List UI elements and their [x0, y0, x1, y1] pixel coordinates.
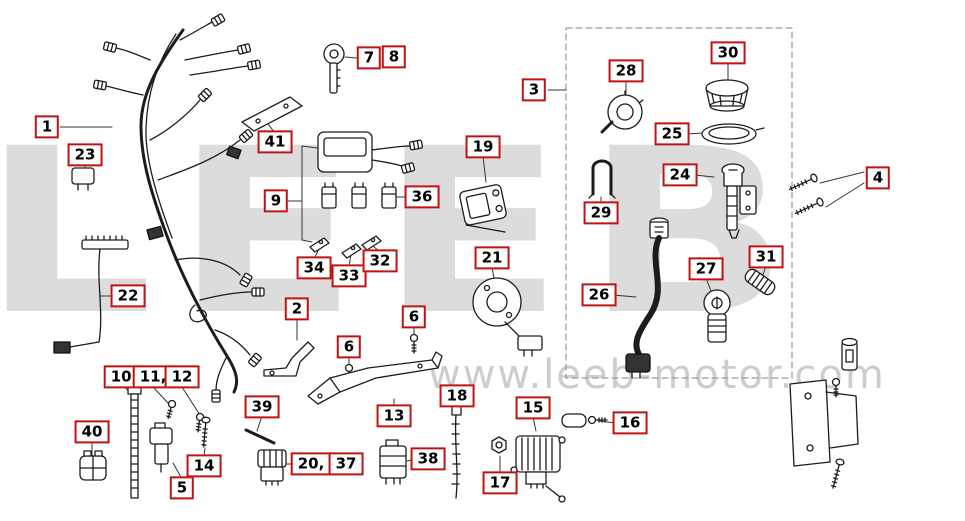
part-label-34: 34 — [296, 256, 332, 280]
part-label-1: 1 — [34, 115, 60, 139]
part-label-20: 20, — [290, 452, 332, 476]
part-label-33: 33 — [331, 264, 367, 288]
part-label-37: 37 — [328, 452, 364, 476]
group-box-3 — [565, 27, 793, 379]
part-key-7 — [323, 43, 345, 94]
part-cable-26 — [625, 217, 669, 379]
part-label-6a: 6 — [336, 335, 362, 359]
part-bracket-2 — [263, 341, 315, 377]
part-label-38: 38 — [410, 447, 446, 471]
part-label-15: 15 — [515, 396, 551, 420]
part-wiring-harness — [92, 12, 265, 403]
part-cable-tie-10 — [127, 385, 142, 499]
part-label-41: 41 — [257, 130, 293, 154]
part-switch-28 — [600, 90, 644, 134]
part-connector-40 — [79, 450, 107, 481]
part-horn-21 — [472, 277, 543, 357]
part-label-11: 11, — [132, 365, 174, 389]
part-connector-20-37 — [257, 449, 287, 486]
part-label-21: 21 — [474, 246, 510, 270]
part-wire-strip-22 — [53, 235, 129, 354]
part-mount-bracket — [789, 377, 859, 490]
part-label-3: 3 — [521, 78, 547, 102]
part-label-22: 22 — [110, 284, 146, 308]
part-cdi-unit-9 — [317, 131, 424, 175]
part-cap-30 — [705, 79, 749, 112]
part-label-24: 24 — [662, 163, 698, 187]
part-label-27: 27 — [688, 257, 724, 281]
part-pin-39 — [244, 428, 276, 445]
part-label-40: 40 — [74, 420, 110, 444]
part-label-36: 36 — [404, 185, 440, 209]
part-label-14: 14 — [186, 454, 222, 478]
part-label-23: 23 — [67, 143, 103, 167]
part-label-17: 17 — [482, 471, 518, 495]
part-ignition-switch-24 — [721, 163, 757, 239]
part-bracket-13 — [307, 351, 443, 405]
part-gasket-41 — [241, 96, 303, 132]
part-relay-23 — [71, 167, 95, 191]
part-label-13: 13 — [376, 404, 412, 428]
part-nut-17 — [491, 436, 507, 454]
part-label-32: 32 — [362, 249, 398, 273]
part-label-6b: 6 — [401, 305, 427, 329]
part-u-clip-29 — [588, 159, 616, 199]
part-label-28: 28 — [608, 59, 644, 83]
part-label-19: 19 — [465, 135, 501, 159]
part-bushing — [841, 337, 858, 371]
part-label-4: 4 — [865, 166, 891, 190]
part-label-39: 39 — [244, 395, 280, 419]
part-label-25: 25 — [654, 122, 690, 146]
part-label-31: 31 — [748, 245, 784, 269]
part-label-5: 5 — [169, 476, 195, 500]
part-relay-38 — [379, 439, 407, 485]
part-sensor-5 — [149, 422, 173, 473]
part-solenoid-16 — [561, 413, 608, 428]
part-label-9: 9 — [263, 189, 289, 213]
part-lock-cylinder-27 — [703, 289, 731, 343]
part-label-29: 29 — [583, 201, 619, 225]
part-ignition-coil-19 — [459, 184, 507, 233]
part-gasket-25 — [701, 123, 765, 145]
part-rectifier-15 — [510, 435, 566, 503]
part-label-18: 18 — [439, 384, 475, 408]
part-boot-31 — [744, 268, 776, 296]
part-label-16: 16 — [612, 411, 648, 435]
part-label-26: 26 — [581, 283, 617, 307]
part-label-2: 2 — [284, 297, 310, 321]
part-label-12: 12 — [164, 365, 200, 389]
part-label-30: 30 — [710, 41, 746, 65]
part-label-7: 7 — [356, 46, 382, 70]
part-label-8: 8 — [381, 45, 407, 69]
